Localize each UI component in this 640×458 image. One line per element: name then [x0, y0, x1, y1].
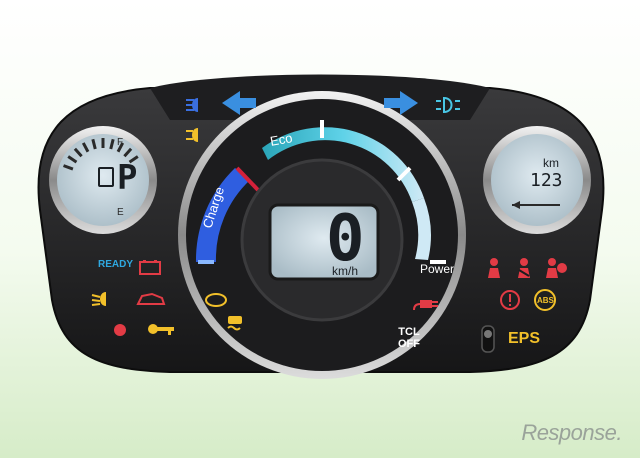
trip-reset-knob[interactable] — [481, 325, 495, 353]
high-beam-icon — [186, 98, 198, 112]
fuel-bar-segment — [116, 142, 125, 153]
ready-indicator: READY — [98, 259, 134, 270]
power-arc — [262, 127, 424, 202]
security-indicator-icon — [114, 324, 126, 336]
fuel-bar-segment — [91, 138, 97, 150]
fuel-bar-segment — [73, 147, 83, 158]
airbag-icon — [546, 258, 567, 278]
fog-light-icon — [186, 128, 198, 142]
fuel-gauge-face — [57, 134, 149, 226]
headlamp-level-icon — [91, 292, 106, 306]
trip-arrow-head — [512, 201, 520, 209]
right-turn-arrow-icon — [384, 91, 418, 115]
fuel-bar-segment — [63, 164, 74, 171]
key-warning-icon — [148, 324, 174, 335]
low-beam-icon — [436, 96, 460, 114]
charge-arc — [195, 168, 250, 262]
abs-warning-icon — [534, 289, 556, 311]
odometer-face — [491, 134, 583, 226]
charging-plug-icon — [413, 300, 438, 311]
speed-lcd — [268, 203, 380, 281]
tcl-off-indicator: TCL OFF — [398, 326, 420, 350]
power-label: Power — [420, 262, 455, 276]
eco-boundary-mark — [235, 166, 260, 192]
seatbelt-icon — [488, 258, 500, 278]
speed-unit: km/h — [332, 264, 359, 278]
abs-label: ABS — [537, 296, 554, 305]
battery-warning-icon — [139, 260, 161, 275]
fuel-bar-segment — [123, 147, 133, 158]
brake-warning-icon — [500, 290, 520, 310]
watermark-logo: Response. — [521, 420, 622, 445]
odometer-unit: km — [543, 156, 559, 170]
power-arc-outer — [412, 198, 431, 260]
door-open-icon — [136, 292, 166, 305]
fuel-level-bars — [63, 138, 139, 171]
passenger-seatbelt-icon — [518, 258, 530, 278]
odometer-value: 123 — [530, 170, 563, 191]
fuel-pump-icon — [98, 167, 114, 187]
fuel-empty-label: E — [117, 207, 124, 218]
gear-indicator: P — [117, 158, 138, 198]
eps-indicator: EPS — [508, 330, 541, 347]
speed-readout: 0 — [326, 202, 365, 276]
fuel-bar-segment — [109, 138, 115, 150]
fuel-bar-segment — [81, 142, 90, 153]
power-tick — [396, 166, 412, 182]
fuel-full-label: F — [117, 137, 124, 148]
eco-mode-car-icon — [205, 293, 227, 307]
fuel-bar-segment — [67, 155, 78, 164]
skid-control-icon — [227, 316, 242, 331]
fuel-bar-segment — [128, 155, 139, 164]
left-turn-arrow-icon — [222, 91, 256, 115]
